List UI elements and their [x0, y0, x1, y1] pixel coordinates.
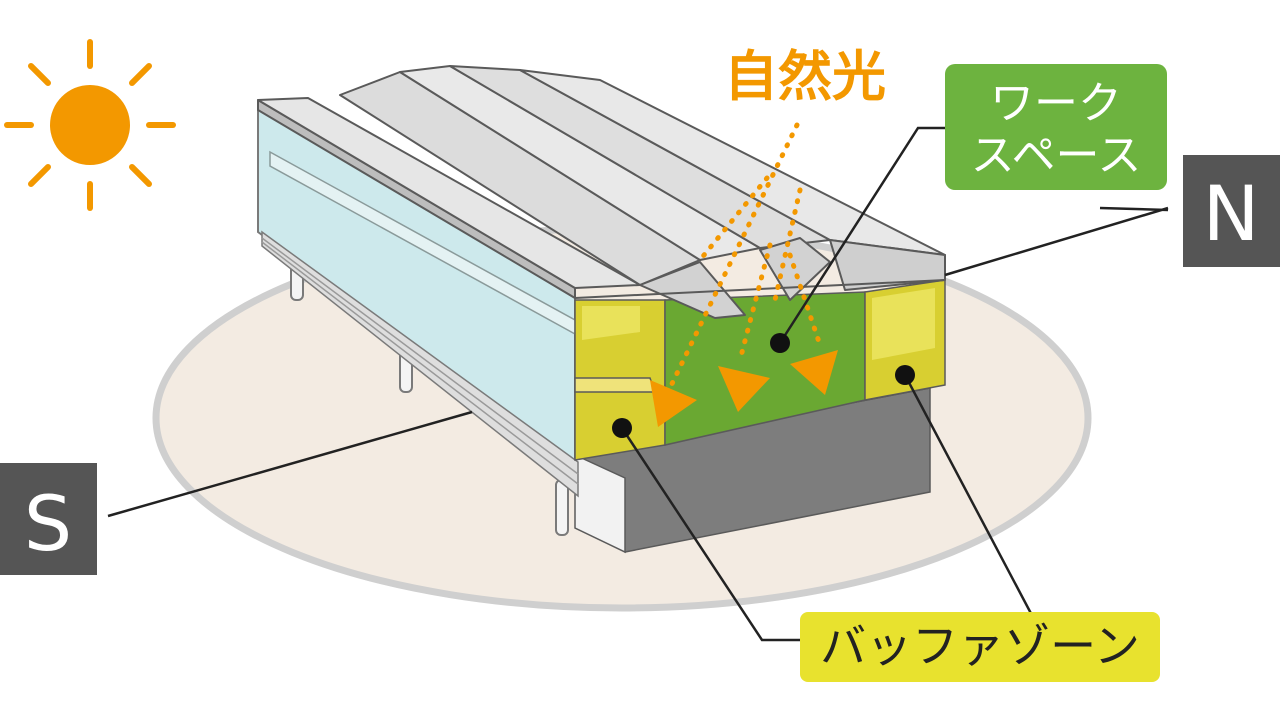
sawtooth-roof — [257, 65, 946, 319]
triangle-arrow — [718, 366, 770, 412]
workspace-label-line1: ワーク — [990, 78, 1122, 129]
south-label: S — [24, 479, 72, 568]
south-marker: S — [0, 463, 97, 575]
buffer-zone-label: バッファゾーン — [820, 619, 1140, 673]
natural-light-rays — [665, 122, 823, 395]
natural-light-label: 自然光 — [724, 45, 886, 108]
sun-icon — [4, 39, 176, 211]
workspace-label-line2: スペース — [971, 130, 1142, 181]
buffer-zone-badge: バッファゾーン — [800, 612, 1160, 682]
north-label: N — [1203, 169, 1260, 258]
glass-facade — [257, 106, 579, 498]
triangle-arrow — [650, 380, 697, 427]
light-arrow-icons — [650, 350, 838, 427]
north-marker: N — [1183, 155, 1280, 267]
leader-dots — [612, 333, 915, 438]
triangle-arrow — [790, 350, 838, 395]
workspace-badge: ワーク スペース — [945, 64, 1167, 190]
